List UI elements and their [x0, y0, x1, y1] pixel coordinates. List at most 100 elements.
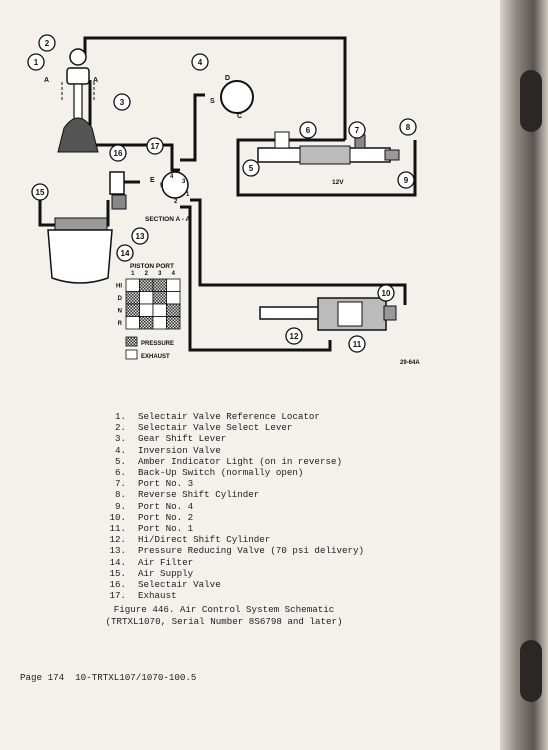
binder-hole: [520, 70, 542, 132]
legend-text: Exhaust: [138, 590, 177, 602]
legend-item: 6.Back-Up Switch (normally open): [104, 467, 364, 478]
legend-item: 10.Port No. 2: [104, 512, 364, 523]
legend-text: Selectair Valve Reference Locator: [138, 411, 320, 422]
callout-bubble: [109, 144, 127, 162]
piston-port-row: D: [118, 296, 123, 302]
callout-bubble: [131, 227, 149, 245]
legend-text: Hi/Direct Shift Cylinder: [138, 534, 271, 546]
callout-number: 5: [249, 164, 254, 173]
piston-port-row: N: [118, 308, 122, 314]
inversion-valve: [220, 80, 254, 114]
callout-number: 15: [36, 188, 45, 197]
callout-number: 9: [404, 176, 409, 185]
piston-port-column: 1: [131, 271, 135, 277]
legend-text: Reverse Shift Cylinder: [138, 489, 260, 501]
callout-bubble: [242, 159, 260, 177]
exhaust-key-label: EXHAUST: [141, 354, 170, 360]
selectair-port-e: E: [150, 177, 155, 184]
legend-number: 10.: [109, 511, 126, 523]
callout-bubble: [146, 137, 164, 155]
air-filter: [47, 217, 113, 284]
piston-port-cell: [152, 303, 167, 317]
piston-port-cell: [152, 316, 167, 330]
legend-item: 12. Hi/Direct Shift Cylinder: [104, 534, 364, 545]
inversion-port-d: D: [225, 75, 230, 82]
section-marker-a-left: A: [44, 77, 49, 84]
piston-port-cell: [152, 291, 167, 305]
legend-number: 17.: [109, 590, 126, 602]
callout-bubble: [31, 183, 49, 201]
section-marker-a-right: A: [93, 77, 98, 84]
legend-item: 3. Gear Shift Lever: [104, 433, 364, 444]
callout-bubble: [191, 53, 209, 71]
legend-text: Air Supply: [138, 567, 194, 579]
piston-port-cell: [139, 291, 154, 305]
piston-port-cell: [166, 316, 181, 330]
piston-port-row: R: [118, 321, 123, 327]
callout-bubble: [27, 53, 45, 71]
legend-item: 14.Air Filter: [104, 557, 364, 568]
legend-number: 9.: [114, 500, 126, 512]
callout-bubble: [348, 335, 366, 353]
legend-item: 2.Selectair Valve Select Lever: [104, 422, 364, 433]
port-number: 4: [170, 174, 174, 180]
callout-number: 12: [290, 332, 299, 341]
callout-bubble: [399, 118, 417, 136]
legend-text: Air Filter: [138, 556, 194, 568]
legend-number: 2.: [114, 422, 126, 434]
callout-number: 17: [151, 142, 160, 151]
pressure-key-swatch: [125, 336, 138, 347]
piston-port-column: 3: [158, 271, 162, 277]
piston-port-cell: [125, 278, 140, 292]
callout-number: 7: [355, 126, 360, 135]
binder-hole: [520, 640, 542, 702]
piston-port-cell: [139, 303, 154, 317]
piston-port-cell: [166, 303, 181, 317]
piston-port-cell: [125, 316, 140, 330]
hi-direct-shift-cylinder: [259, 297, 397, 331]
port-number: 3: [182, 179, 186, 185]
legend-number: 12.: [109, 534, 126, 546]
air-control-schematic: A A D S C E 4 3 1 2 5 SECTION A - A 12V …: [27, 34, 420, 366]
callout-bubble: [285, 327, 303, 345]
callout-number: 3: [120, 98, 125, 107]
legend-text: Amber Indicator Light (on in reverse): [138, 455, 342, 467]
callout-number: 8: [406, 123, 411, 132]
pressure-reducing-valve: [111, 194, 127, 210]
piston-port-cell: [125, 291, 140, 305]
callout-number: 10: [382, 289, 391, 298]
callout-bubble: [348, 121, 366, 139]
legend-number: 6.: [114, 467, 126, 479]
legend-number: 16.: [109, 579, 126, 591]
legend-item: 17. Exhaust: [104, 590, 364, 601]
callout-bubble: [397, 171, 415, 189]
callout-number: 13: [136, 232, 145, 241]
legend-text: Gear Shift Lever: [138, 433, 227, 445]
piston-port-column: 2: [145, 271, 149, 277]
piston-port-cell: [139, 278, 154, 292]
legend-number: 3.: [114, 433, 126, 445]
legend-text: Selectair Valve: [138, 579, 221, 591]
legend-item: 7. Port No. 3: [104, 478, 364, 489]
callout-bubble: [113, 93, 131, 111]
callout-bubble: [299, 121, 317, 139]
callout-number: 14: [121, 249, 130, 258]
callout-number: 11: [353, 340, 362, 349]
legend-number: 15.: [109, 567, 126, 579]
pressure-key-label: PRESSURE: [141, 341, 174, 347]
piston-port-cell: [152, 278, 167, 292]
piston-port-row: HI: [116, 283, 122, 289]
inversion-port-s: S: [210, 98, 215, 105]
legend-number: 7.: [114, 478, 126, 490]
legend-item: 5.Amber Indicator Light (on in reverse): [104, 456, 364, 467]
legend-text: Port No. 3: [138, 478, 194, 490]
piston-port-column: 4: [172, 271, 176, 277]
piston-port-cell: [166, 291, 181, 305]
callout-bubble: [116, 244, 134, 262]
gear-shift-lever: [57, 48, 99, 153]
callout-bubble: [377, 284, 395, 302]
legend-item: 8.Reverse Shift Cylinder: [104, 489, 364, 500]
piston-port-cell: [125, 303, 140, 317]
figure-code: 29-64A: [400, 360, 420, 366]
